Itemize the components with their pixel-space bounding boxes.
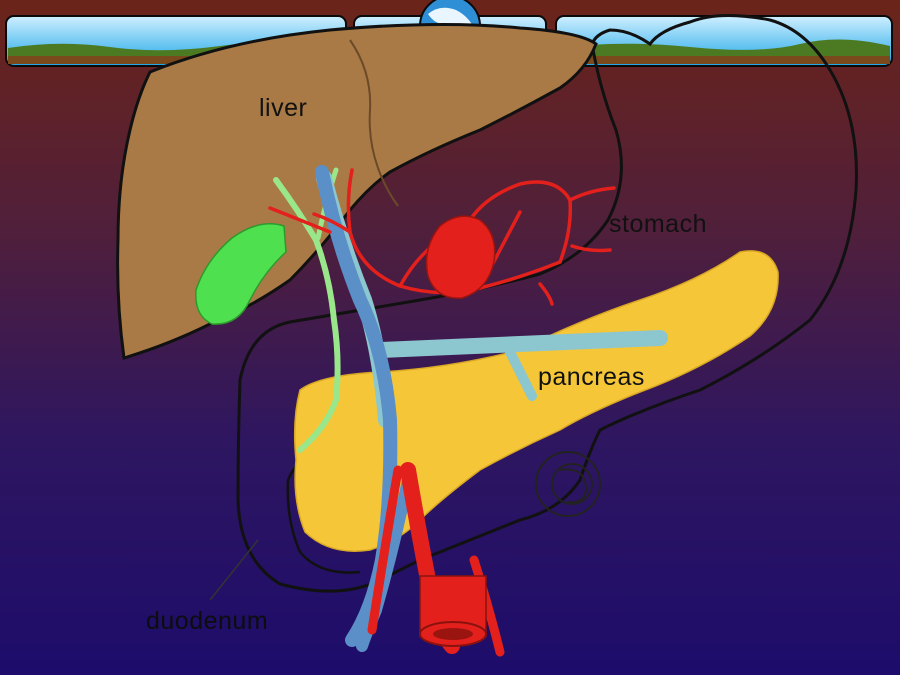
celiac-mass — [425, 215, 496, 299]
hepatic-artery — [268, 168, 616, 306]
aorta-branch — [367, 465, 403, 635]
aorta-stump — [419, 575, 487, 647]
liver-fissure — [349, 39, 399, 207]
label-liver: liver — [259, 94, 308, 122]
duodenum-leader-line — [209, 539, 259, 601]
papilla-spiral — [535, 451, 601, 517]
label-duodenum: duodenum — [146, 607, 269, 635]
label-pancreas: pancreas — [538, 363, 645, 391]
portal-vein — [372, 330, 668, 358]
gallbladder — [195, 223, 287, 325]
banner-strip-right — [555, 15, 893, 67]
aorta-branch-right — [469, 555, 505, 657]
label-stomach: stomach — [609, 210, 707, 238]
splenic-branch — [505, 347, 537, 401]
